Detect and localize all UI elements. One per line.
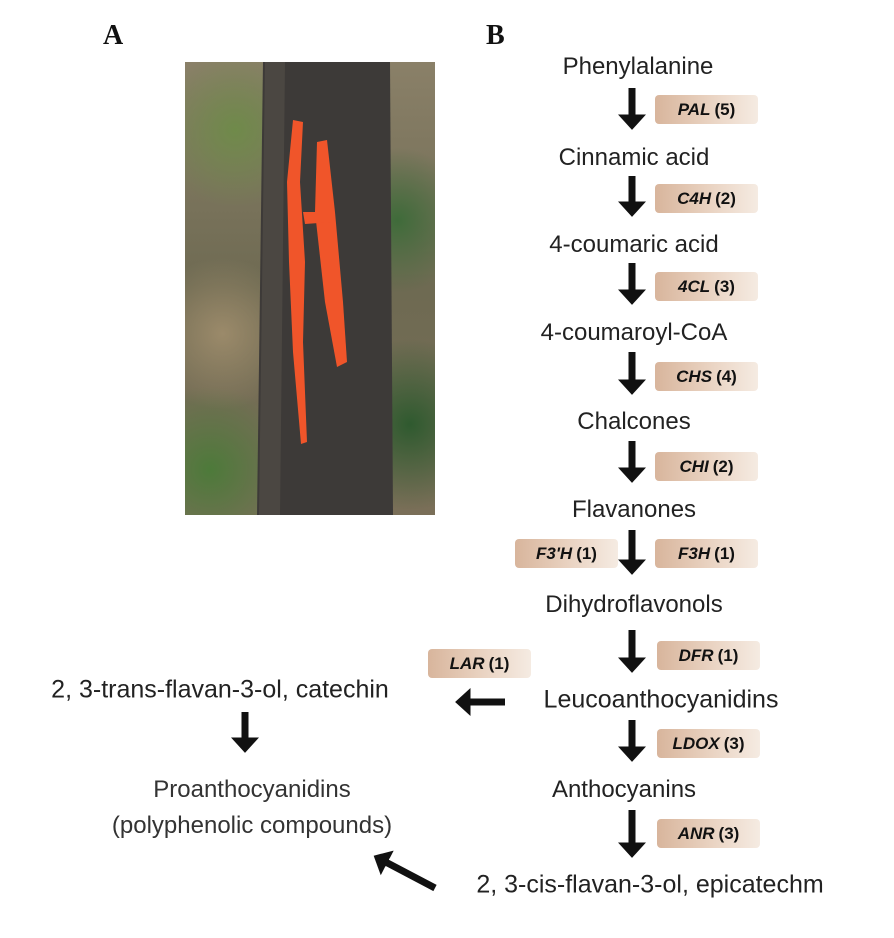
node-proanthocyanidins: Proanthocyanidins	[153, 776, 351, 803]
gene-count: (2)	[712, 456, 734, 476]
enzyme-badge-lar: LAR(1)	[428, 649, 531, 678]
node-catechin: 2, 3-trans-flavan-3-ol, catechin	[51, 675, 389, 704]
enzyme-name: LDOX	[672, 733, 720, 753]
enzyme-badge-f3prime-h: F3'H(1)	[515, 539, 618, 568]
node-cinnamic-acid: Cinnamic acid	[558, 144, 710, 171]
enzyme-name: F3H	[678, 543, 711, 563]
node-4-coumaroyl-coa: 4-coumaroyl-CoA	[540, 319, 728, 346]
enzyme-badge-pal: PAL(5)	[655, 95, 758, 124]
bark-slash-cross	[303, 212, 335, 224]
enzyme-name: F3'H	[536, 543, 573, 563]
gene-count: (3)	[723, 733, 745, 753]
arrow-epicatechin-to-proanthocyanidins	[373, 850, 437, 892]
node-dihydroflavonols: Dihydroflavonols	[545, 591, 723, 618]
enzyme-badge-4cl: 4CL(3)	[655, 272, 758, 301]
enzyme-badge-c4h: C4H(2)	[655, 184, 758, 213]
enzyme-badge-chs: CHS(4)	[655, 362, 758, 391]
enzyme-name: DFR	[678, 645, 714, 665]
enzyme-badge-ldox: LDOX(3)	[657, 729, 760, 758]
panel-label-a: A	[103, 20, 124, 51]
node-chalcones: Chalcones	[577, 408, 691, 435]
gene-count: (4)	[716, 366, 737, 386]
bark-illustration	[257, 62, 393, 515]
enzyme-badge-f3h: F3H(1)	[655, 539, 758, 568]
gene-count: (3)	[718, 823, 740, 843]
gene-count: (1)	[488, 653, 510, 673]
enzyme-badge-dfr: DFR(1)	[657, 641, 760, 670]
gene-count: (2)	[715, 188, 736, 208]
panel-label-b: B	[486, 20, 505, 51]
gene-count: (1)	[714, 543, 735, 563]
enzyme-badge-anr: ANR(3)	[657, 819, 760, 848]
enzyme-badge-chi: CHI(2)	[655, 452, 758, 481]
node-4-coumaric-acid: 4-coumaric acid	[549, 231, 719, 258]
node-polyphenolic-compounds: (polyphenolic compounds)	[111, 812, 393, 839]
bark-slash-right	[315, 140, 347, 367]
tree-bark-photo	[185, 62, 435, 515]
enzyme-name: 4CL	[678, 276, 711, 296]
gene-count: (3)	[714, 276, 735, 296]
node-leucoanthocyanidins: Leucoanthocyanidins	[543, 685, 779, 714]
enzyme-name: C4H	[677, 188, 712, 208]
trunk-highlight	[259, 62, 285, 515]
node-epicatechin: 2, 3-cis-flavan-3-ol, epicatechm	[476, 870, 824, 899]
enzyme-name: CHI	[679, 456, 709, 476]
gene-count: (1)	[576, 543, 597, 563]
gene-count: (5)	[714, 99, 736, 119]
enzyme-name: ANR	[677, 823, 715, 843]
enzyme-name: LAR	[449, 653, 485, 673]
enzyme-name: PAL	[677, 99, 711, 119]
bark-slash-left	[287, 120, 307, 444]
node-flavanones: Flavanones	[571, 496, 697, 523]
node-anthocyanins: Anthocyanins	[551, 776, 697, 803]
gene-count: (1)	[717, 645, 739, 665]
node-phenylalanine: Phenylalanine	[562, 53, 714, 80]
enzyme-name: CHS	[676, 366, 713, 386]
